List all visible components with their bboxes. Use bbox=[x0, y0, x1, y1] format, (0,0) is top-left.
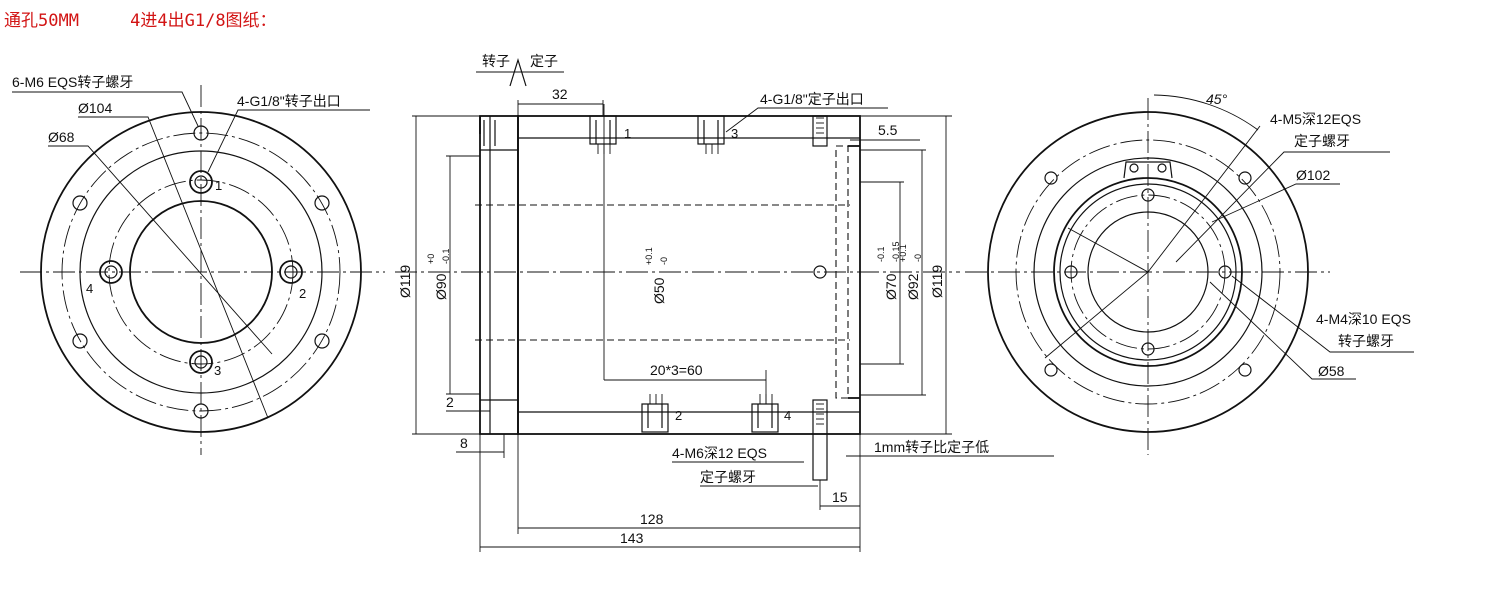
through-hole-label: 通孔50MM bbox=[4, 11, 79, 31]
left-end-view: 1 2 3 4 6-M6 EQS转子螺牙 Ø104 Ø68 4-G1/8"转子出… bbox=[12, 74, 385, 455]
left-port-4: 4 bbox=[86, 281, 93, 296]
rotor-label: 转子 bbox=[482, 53, 510, 69]
dia-58-label: Ø58 bbox=[1318, 363, 1345, 379]
m4-label-b: 转子螺牙 bbox=[1338, 333, 1394, 349]
leader-rotor-thread bbox=[12, 91, 199, 127]
stator-thread-label-a: 4-M6深12 EQS bbox=[672, 445, 767, 461]
leader-dia-68 bbox=[48, 145, 273, 355]
side-port-4: 4 bbox=[784, 408, 791, 423]
dim-70-tol-upper: -0.1 bbox=[876, 246, 886, 262]
dim-5-5: 5.5 bbox=[878, 122, 898, 138]
dim-70: Ø70 bbox=[883, 273, 899, 300]
dim-119-left: Ø119 bbox=[397, 265, 413, 298]
dim-92-tol-lower: -0 bbox=[913, 254, 923, 262]
drawing-title: 通孔50MM 4进4出G1/8图纸： bbox=[4, 6, 277, 31]
dim-50: Ø50 bbox=[651, 277, 667, 304]
dia-102-label: Ø102 bbox=[1296, 167, 1330, 183]
side-port-2: 2 bbox=[675, 408, 682, 423]
left-rotor-outlet-label: 4-G1/8"转子出口 bbox=[237, 93, 341, 109]
m5-label-a: 4-M5深12EQS bbox=[1270, 111, 1361, 127]
dim-90: Ø90 bbox=[433, 273, 449, 300]
leader-m5 bbox=[1175, 151, 1390, 263]
right-rotor-holes bbox=[1064, 188, 1232, 356]
stator-thread-label-b: 定子螺牙 bbox=[700, 469, 756, 485]
right-dia-102-circle bbox=[1053, 177, 1243, 367]
leader-m4 bbox=[1231, 275, 1414, 353]
side-port-1: 1 bbox=[624, 126, 631, 141]
leader-stator-outlet bbox=[725, 107, 888, 133]
dim-90-tol-upper: +0 bbox=[426, 254, 436, 264]
leader-dia-58 bbox=[1209, 281, 1356, 380]
dim-15: 15 bbox=[832, 489, 848, 505]
dim-pitch: 20*3=60 bbox=[650, 362, 703, 378]
right-end-view: 45° 4-M5深12EQS 定子螺牙 Ø102 4-M4深10 EQS 转子螺… bbox=[965, 91, 1414, 455]
right-key-notch bbox=[1123, 161, 1173, 179]
dim-32: 32 bbox=[552, 86, 568, 102]
dim-92-tol-upper: +0.1 bbox=[898, 244, 908, 262]
left-port-1: 1 bbox=[215, 178, 222, 193]
rear-plate-dashed bbox=[835, 145, 849, 399]
rotor-stator-arrow bbox=[509, 57, 527, 87]
side-view: 转子 定子 1 3 bbox=[395, 53, 1054, 552]
stator-threaded-holes bbox=[812, 115, 828, 481]
top-stator-ports bbox=[589, 115, 725, 154]
left-bore-circle bbox=[129, 200, 273, 344]
left-dia-104-label: Ø104 bbox=[78, 100, 112, 116]
right-inner-ring bbox=[1059, 183, 1237, 361]
right-stator-holes bbox=[1044, 171, 1252, 377]
leader-dia-104 bbox=[78, 116, 269, 419]
stator-outlet-label: 4-G1/8"定子出口 bbox=[760, 91, 864, 107]
left-rotor-thread-label: 6-M6 EQS转子螺牙 bbox=[12, 74, 133, 90]
rotor-lower-note: 1mm转子比定子低 bbox=[874, 439, 989, 455]
leader-dia-102 bbox=[1211, 183, 1340, 223]
leader-rotor-outlet bbox=[207, 109, 370, 173]
right-ring-circle bbox=[1033, 157, 1263, 387]
right-bolt-circle bbox=[1015, 139, 1281, 405]
dim-70-tol-lower: -0.15 bbox=[891, 241, 901, 262]
port-spec-label: 4进4出G1/8图纸： bbox=[130, 11, 277, 31]
dim-50-tol-lower: -0 bbox=[659, 257, 669, 265]
left-dia-68-label: Ø68 bbox=[48, 129, 75, 145]
m4-label-a: 4-M4深10 EQS bbox=[1316, 311, 1411, 327]
dim-8: 8 bbox=[460, 435, 468, 451]
rotor-flange bbox=[479, 115, 519, 435]
m5-label-b: 定子螺牙 bbox=[1294, 133, 1350, 149]
left-rotor-ports bbox=[99, 170, 303, 374]
dim-2: 2 bbox=[446, 394, 454, 410]
left-port-2: 2 bbox=[299, 286, 306, 301]
dim-50-tol-upper: +0.1 bbox=[644, 247, 654, 265]
right-outer-circle bbox=[987, 111, 1309, 433]
side-port-3: 3 bbox=[731, 126, 738, 141]
bottom-stator-ports bbox=[641, 394, 779, 433]
stator-label: 定子 bbox=[530, 53, 558, 69]
left-outer-circle bbox=[40, 111, 362, 433]
right-dia-58-circle bbox=[1070, 194, 1226, 350]
angle-arc bbox=[1153, 94, 1259, 131]
side-center-hole bbox=[813, 265, 827, 279]
stator-body bbox=[517, 115, 861, 435]
dim-128: 128 bbox=[640, 511, 664, 527]
dim-92: Ø92 bbox=[905, 273, 921, 300]
left-bolt-circle bbox=[61, 132, 341, 412]
left-rotor-bolt-holes bbox=[72, 125, 330, 419]
left-port-3: 3 bbox=[214, 363, 221, 378]
right-bore-circle bbox=[1087, 211, 1209, 333]
dim-119-right: Ø119 bbox=[929, 265, 945, 298]
left-flange-circle bbox=[79, 150, 323, 394]
left-port-circle bbox=[108, 179, 294, 365]
dim-143: 143 bbox=[620, 530, 644, 546]
dim-90-tol-lower: -0.1 bbox=[441, 248, 451, 264]
angle-45: 45° bbox=[1206, 91, 1228, 107]
